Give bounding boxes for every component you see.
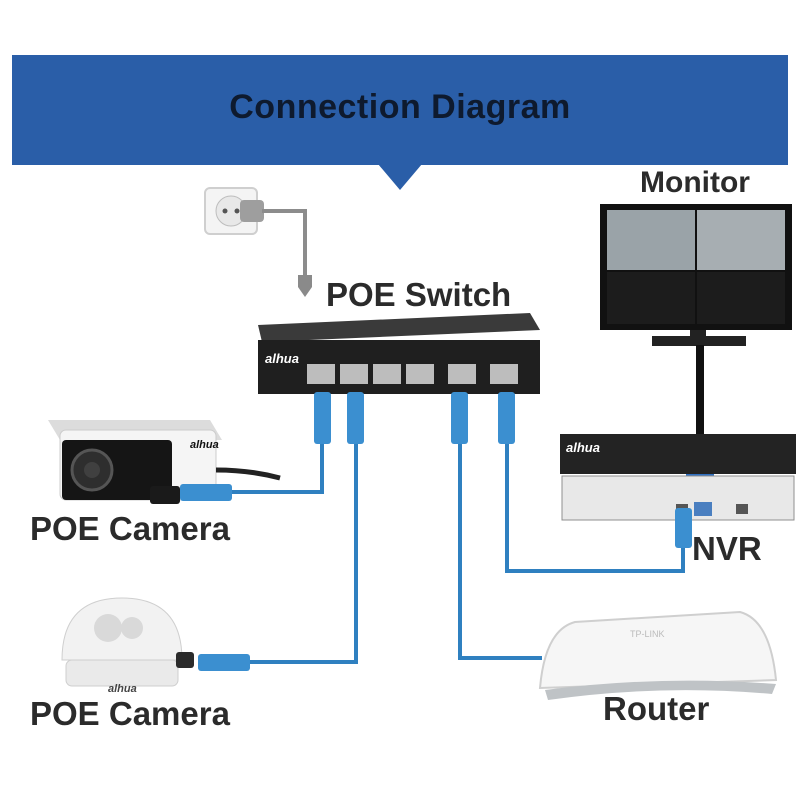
poe-camera-bottom-label: POE Camera [30, 695, 230, 732]
poe-camera-top-label: POE Camera [30, 510, 230, 547]
diagram-title: Connection Diagram [229, 88, 571, 126]
cable-switch-router [458, 440, 542, 660]
monitor-label: Monitor [640, 166, 750, 199]
monitor-icon [600, 204, 792, 346]
switch-brand-logo: alhua [265, 351, 299, 366]
dome-camera-icon: alhua [61, 597, 194, 695]
bullet-camera-icon: alhua [48, 420, 281, 504]
power-plug-icon [298, 275, 312, 297]
rj45-plugs [180, 392, 692, 671]
router-faint-logo: TP-LINK [630, 629, 665, 639]
cable-switch-camera1 [210, 440, 324, 494]
dome-brand-logo: alhua [108, 683, 137, 695]
header-banner [12, 55, 788, 165]
cable-switch-camera2 [232, 440, 358, 664]
nvr-brand-logo: alhua [566, 440, 600, 455]
router-label: Router [603, 690, 710, 727]
router-icon: TP-LINK [538, 610, 778, 700]
power-cable [262, 209, 307, 275]
camera-brand-logo: alhua [190, 439, 219, 451]
nvr-label: NVR [692, 530, 762, 567]
power-outlet-icon [204, 187, 264, 235]
poe-switch-icon: alhua [258, 313, 540, 394]
header-pointer [378, 164, 422, 190]
poe-switch-label: POE Switch [326, 276, 512, 313]
nvr-icon: alhua [560, 434, 796, 521]
